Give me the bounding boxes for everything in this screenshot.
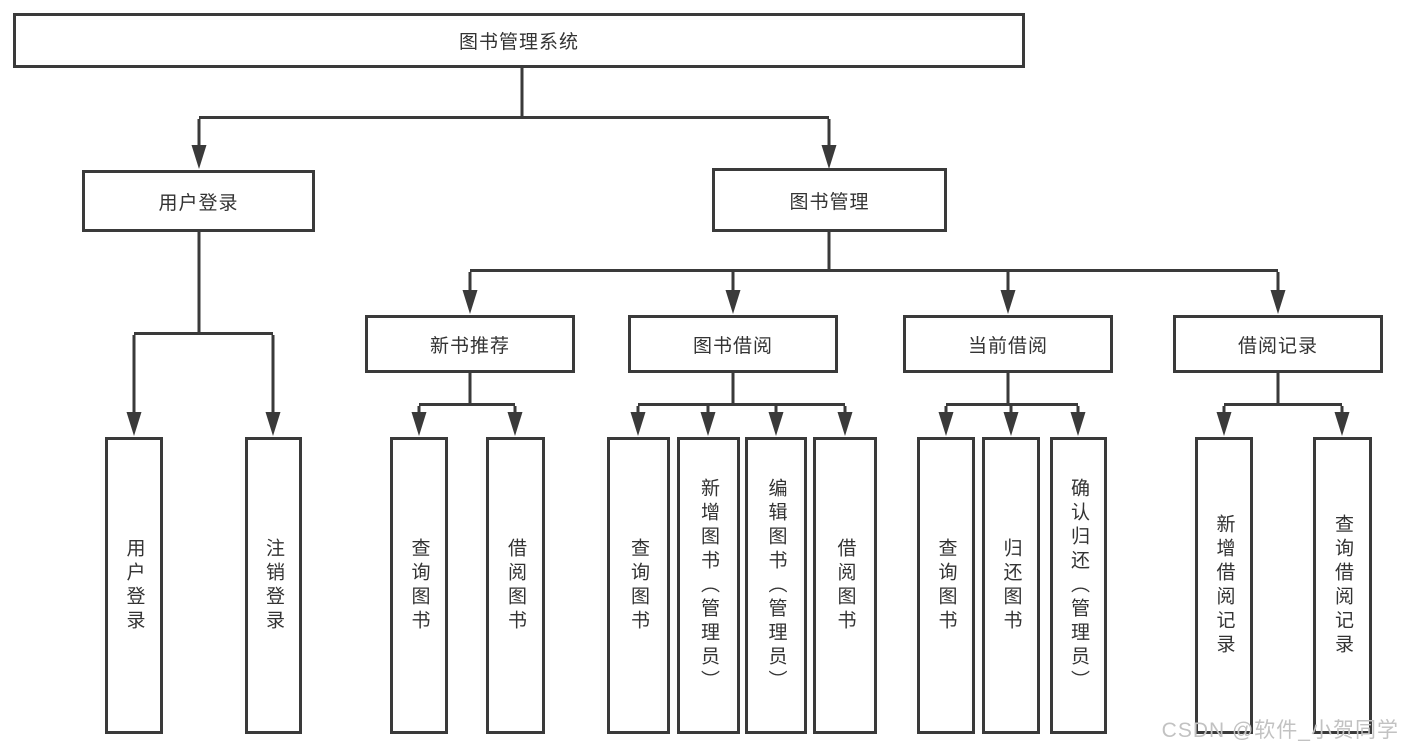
node-borrowing-records: 借阅记录	[1173, 315, 1383, 373]
leaf-query-borrow-record: 查询借阅记录	[1313, 437, 1372, 734]
node-user-login: 用户登录	[82, 170, 315, 232]
leaf-borrow-books: 借阅图书	[813, 437, 877, 734]
leaf-query-books-current: 查询图书	[917, 437, 975, 734]
leaf-query-books: 查询图书	[607, 437, 670, 734]
node-book-management: 图书管理	[712, 168, 947, 232]
leaf-return-books: 归还图书	[982, 437, 1040, 734]
node-library-management-system: 图书管理系统	[13, 13, 1025, 68]
leaf-edit-books-admin: 编辑图书（管理员）	[745, 437, 807, 734]
leaf-add-books-admin: 新增图书（管理员）	[677, 437, 740, 734]
leaf-confirm-return-admin: 确认归还（管理员）	[1050, 437, 1107, 734]
leaf-query-books-recommend: 查询图书	[390, 437, 448, 734]
node-current-borrowing: 当前借阅	[903, 315, 1113, 373]
leaf-user-login: 用户登录	[105, 437, 163, 734]
node-new-book-recommend: 新书推荐	[365, 315, 575, 373]
node-book-borrowing: 图书借阅	[628, 315, 838, 373]
leaf-borrow-books-recommend: 借阅图书	[486, 437, 545, 734]
csdn-watermark: CSDN @软件_小贺同学	[1161, 719, 1399, 742]
leaf-logout: 注销登录	[245, 437, 302, 734]
leaf-add-borrow-record: 新增借阅记录	[1195, 437, 1253, 734]
